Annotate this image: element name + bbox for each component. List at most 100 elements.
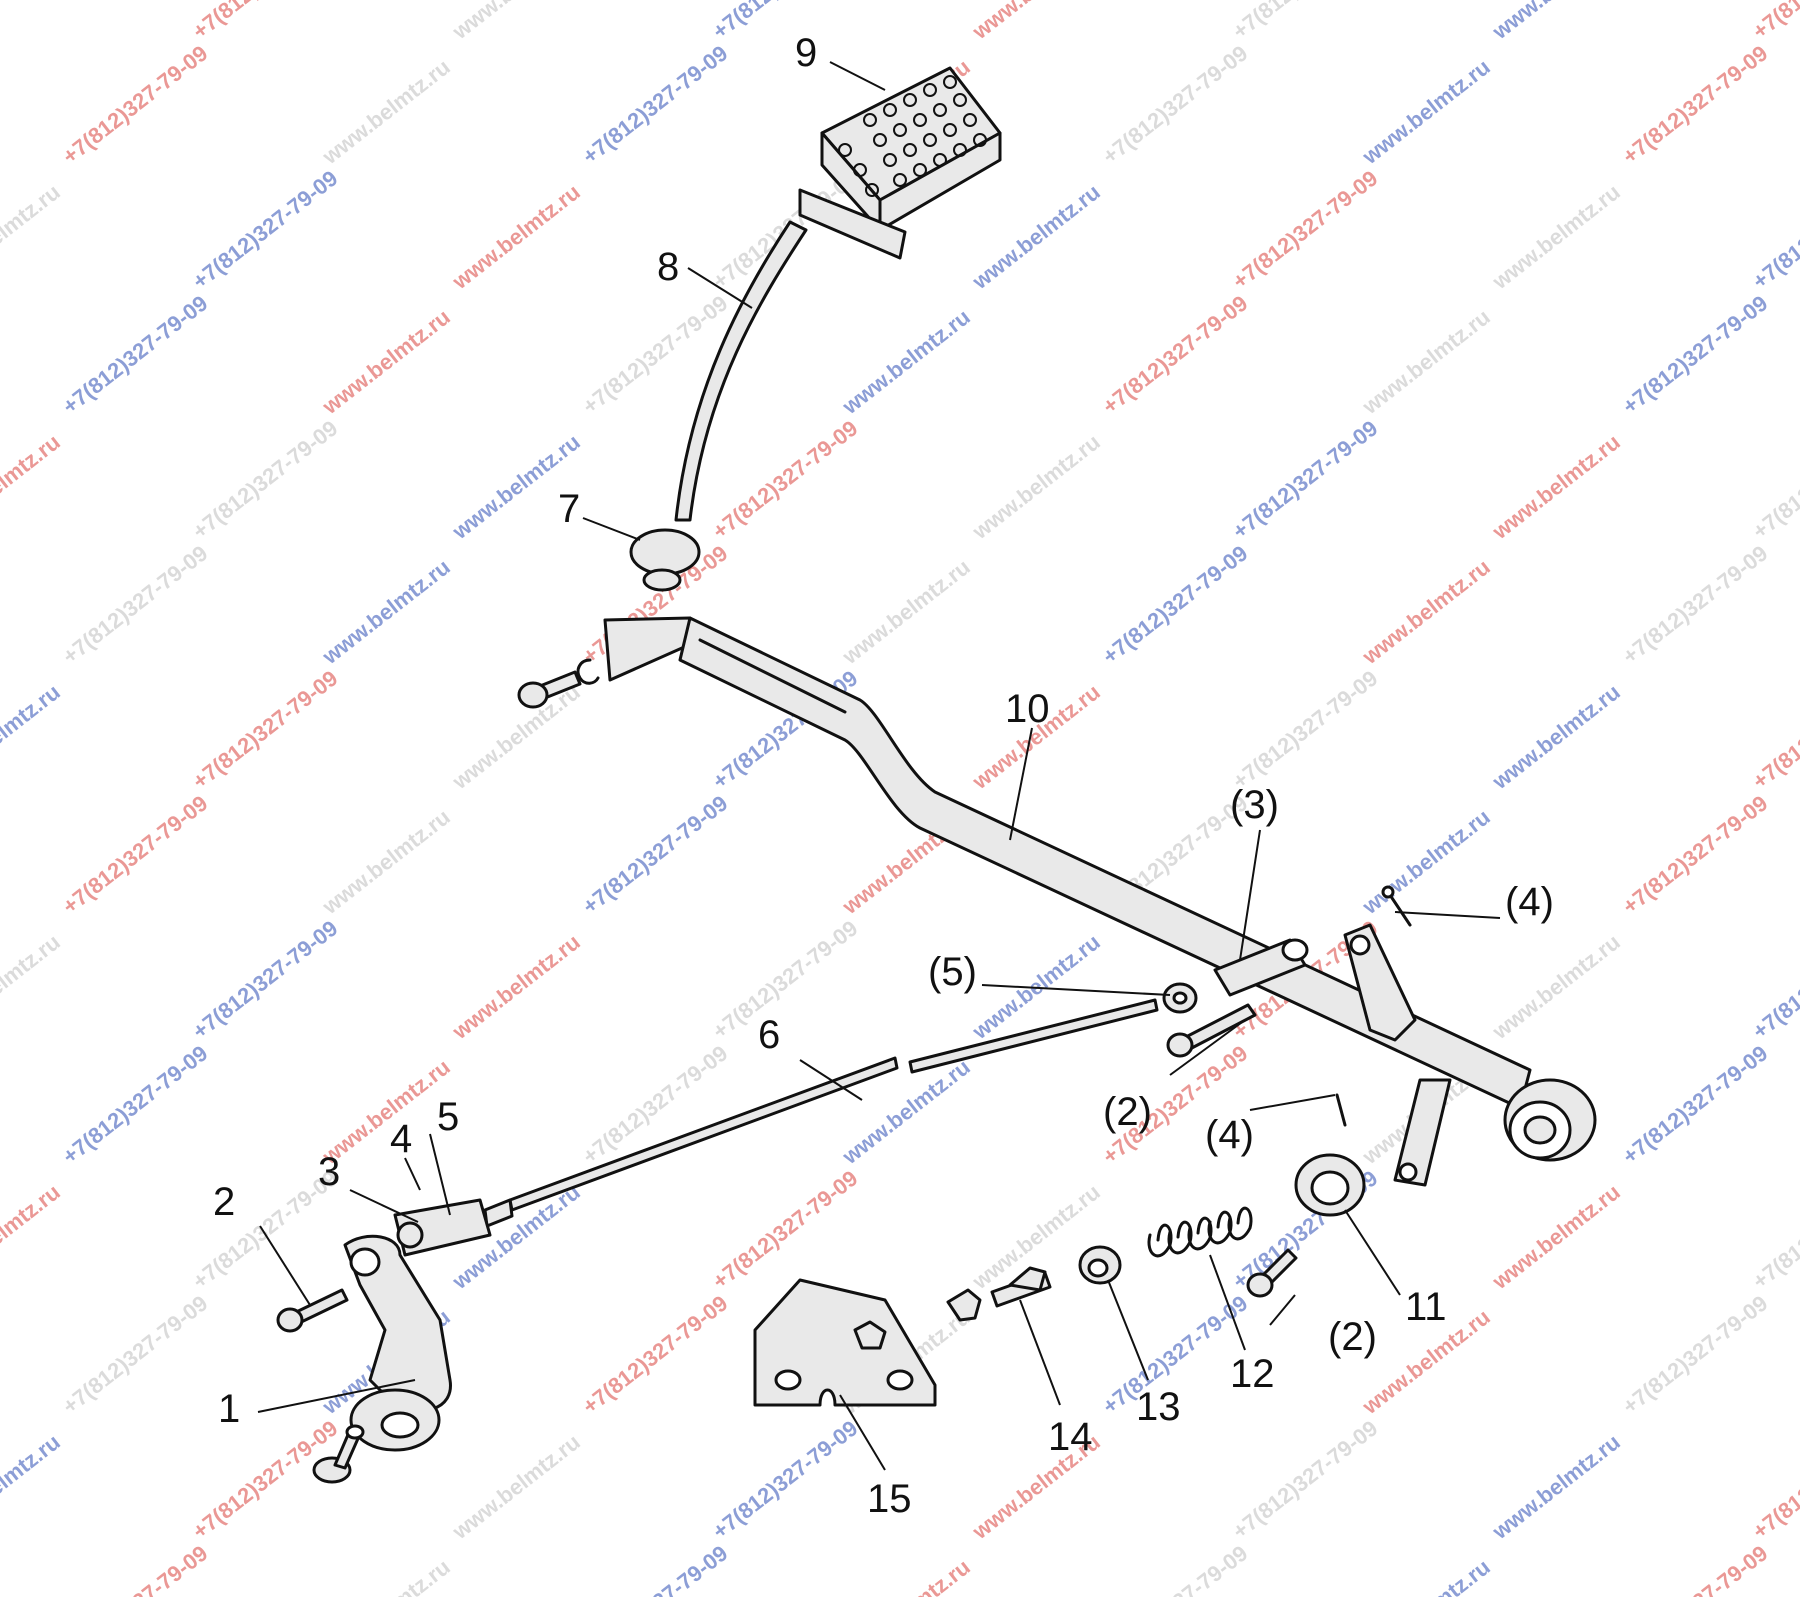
watermark-text: www.belmtz.ru <box>317 304 455 419</box>
callout-p2-upper: (2) <box>1103 1090 1152 1134</box>
lever-clamp-bolt <box>312 1424 365 1484</box>
callout-15: 15 <box>867 1477 912 1521</box>
watermark-text: www.belmtz.ru <box>0 179 65 294</box>
leader-lines <box>257 61 1501 1471</box>
watermark-text: +7(812)327-79-09 <box>58 790 213 919</box>
watermark-text: +7(812)327-79-09 <box>188 415 343 544</box>
cotter-pin-lower <box>1335 1093 1347 1127</box>
watermark-text: +7(812)327-79-09 <box>188 915 343 1044</box>
callout-p5: (5) <box>928 950 977 994</box>
watermark-text: www.belmtz.ru <box>1357 1554 1495 1597</box>
watermark-text: +7(812)327-79-09 <box>1748 1165 1800 1294</box>
rod-clevis-lower <box>393 1198 492 1257</box>
watermark-text: +7(812)327-79-09 <box>1098 290 1253 419</box>
watermark-text: +7(812)327-79-09 <box>1098 1540 1253 1597</box>
watermark-text: +7(812)327-79-09 <box>1748 915 1800 1044</box>
watermark-text: www.belmtz.ru <box>967 429 1105 544</box>
watermark-text: +7(812)327-79-09 <box>58 1540 213 1597</box>
rod-nut-upper <box>1162 982 1198 1014</box>
watermark-text: www.belmtz.ru <box>1487 1179 1625 1294</box>
watermark-text: www.belmtz.ru <box>1487 429 1625 544</box>
watermark-text: +7(812)327-79-09 <box>1748 0 1800 44</box>
watermark-text: www.belmtz.ru <box>1357 554 1495 669</box>
watermark-text: +7(812)327-79-09 <box>708 0 863 44</box>
watermark-text: +7(812)327-79-09 <box>188 165 343 294</box>
watermark-text: +7(812)327-79-09 <box>708 415 863 544</box>
watermark-text: +7(812)327-79-09 <box>1618 1540 1773 1597</box>
return-spring <box>1147 1206 1253 1258</box>
watermark-text: www.belmtz.ru <box>1357 804 1495 919</box>
watermark-text: www.belmtz.ru <box>0 1429 65 1544</box>
watermark-text: +7(812)327-79-09 <box>578 1540 733 1597</box>
watermark-text: +7(812)327-79-09 <box>1098 540 1253 669</box>
watermark-text: www.belmtz.ru <box>1487 929 1625 1044</box>
callout-10: 10 <box>1005 687 1050 731</box>
watermark-text: +7(812)327-79-09 <box>1618 540 1773 669</box>
watermark-text: www.belmtz.ru <box>1487 0 1625 45</box>
spring-cup <box>1294 1153 1366 1217</box>
callout-11: 11 <box>1405 1285 1447 1329</box>
callout-1: 1 <box>218 1387 240 1431</box>
watermark-text: +7(812)327-79-09 <box>1618 40 1773 169</box>
clevis-pin-right <box>1246 1248 1298 1298</box>
watermark-text: www.belmtz.ru <box>967 0 1105 45</box>
watermark-text: +7(812)327-79-09 <box>1618 1290 1773 1419</box>
watermark-text: +7(812)327-79-09 <box>1228 415 1383 544</box>
callout-13: 13 <box>1136 1385 1181 1429</box>
watermark-text: +7(812)327-79-09 <box>188 665 343 794</box>
watermark-text: www.belmtz.ru <box>837 304 975 419</box>
callout-12: 12 <box>1230 1352 1275 1396</box>
watermark-text: +7(812)327-79-09 <box>58 1290 213 1419</box>
cotter-pin-upper <box>1381 885 1412 927</box>
watermark-text: www.belmtz.ru <box>317 1554 455 1597</box>
stop-bolt <box>946 1266 1052 1322</box>
callout-p4-upper: (4) <box>1505 880 1554 924</box>
stop-bracket <box>753 1278 937 1407</box>
watermark-text: www.belmtz.ru <box>317 554 455 669</box>
watermark-text: +7(812)327-79-09 <box>58 290 213 419</box>
watermark-text: www.belmtz.ru <box>837 554 975 669</box>
watermark-text: +7(812)327-79-09 <box>1748 165 1800 294</box>
watermark-text: www.belmtz.ru <box>447 679 585 794</box>
watermark-text: www.belmtz.ru <box>317 804 455 919</box>
clamp-bolt-upper <box>517 658 600 709</box>
clevis-pin-upper <box>1166 1003 1257 1058</box>
clevis-pin-lower <box>276 1288 349 1333</box>
spring-seat <box>1078 1245 1122 1285</box>
watermark-text: www.belmtz.ru <box>967 179 1105 294</box>
watermark-text: +7(812)327-79-09 <box>578 40 733 169</box>
watermark-text: +7(812)327-79-09 <box>1618 790 1773 919</box>
watermark-text: +7(812)327-79-09 <box>1228 1415 1383 1544</box>
watermark-text: www.belmtz.ru <box>1487 679 1625 794</box>
watermark-text: +7(812)327-79-09 <box>578 790 733 919</box>
lower-lever <box>343 1234 452 1452</box>
callout-labels: 9 8 7 10 (3) (4) (5) 6 (2) (4) 5 4 3 2 1… <box>213 31 1554 1521</box>
callout-p2-right: (2) <box>1328 1315 1377 1359</box>
watermark-text: +7(812)327-79-09 <box>1228 665 1383 794</box>
watermark-text: www.belmtz.ru <box>0 929 65 1044</box>
watermark-text: +7(812)327-79-09 <box>58 1040 213 1169</box>
watermark-text: www.belmtz.ru <box>1357 54 1495 169</box>
watermark-text: +7(812)327-79-09 <box>1748 1415 1800 1544</box>
callout-p4-lower: (4) <box>1205 1113 1254 1157</box>
pedal-arm <box>674 220 808 522</box>
watermark-text: +7(812)327-79-09 <box>1228 165 1383 294</box>
callout-7: 7 <box>558 487 580 531</box>
callout-4: 4 <box>390 1117 412 1161</box>
watermark-text: www.belmtz.ru <box>0 1179 65 1294</box>
watermark-text: www.belmtz.ru <box>317 54 455 169</box>
watermark-text: www.belmtz.ru <box>447 1429 585 1544</box>
pedal-lever <box>603 616 1597 1162</box>
callout-8: 8 <box>657 245 679 289</box>
callout-p3: (3) <box>1230 783 1279 827</box>
callout-6: 6 <box>758 1013 780 1057</box>
adjusting-rod <box>483 998 1159 1228</box>
callout-9: 9 <box>795 31 817 75</box>
watermark-text: +7(812)327-79-09 <box>58 540 213 669</box>
watermark-text: www.belmtz.ru <box>1487 179 1625 294</box>
watermark-text: +7(812)327-79-09 <box>1748 665 1800 794</box>
watermark-text: www.belmtz.ru <box>1357 304 1495 419</box>
watermark-text: www.belmtz.ru <box>447 0 585 45</box>
pedal-bushing <box>629 528 701 592</box>
